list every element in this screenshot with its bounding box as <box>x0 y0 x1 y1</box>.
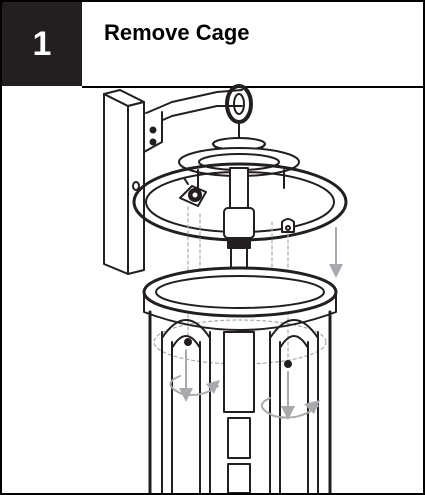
step-number: 1 <box>32 24 52 63</box>
rotate-arrow-right <box>261 371 320 420</box>
cage-body <box>142 266 338 493</box>
wall-plate <box>103 89 145 275</box>
step-number-badge: 1 <box>2 2 82 86</box>
down-arrow-right <box>329 227 343 278</box>
step-title: Remove Cage <box>104 20 250 45</box>
top-canopy <box>178 137 300 177</box>
socket-stem <box>223 167 255 293</box>
thumb-screw <box>179 177 207 207</box>
screw-tab-right <box>281 218 295 233</box>
hanging-ring <box>225 84 253 139</box>
header-divider <box>82 86 423 88</box>
rotate-arrow-left <box>169 349 220 402</box>
